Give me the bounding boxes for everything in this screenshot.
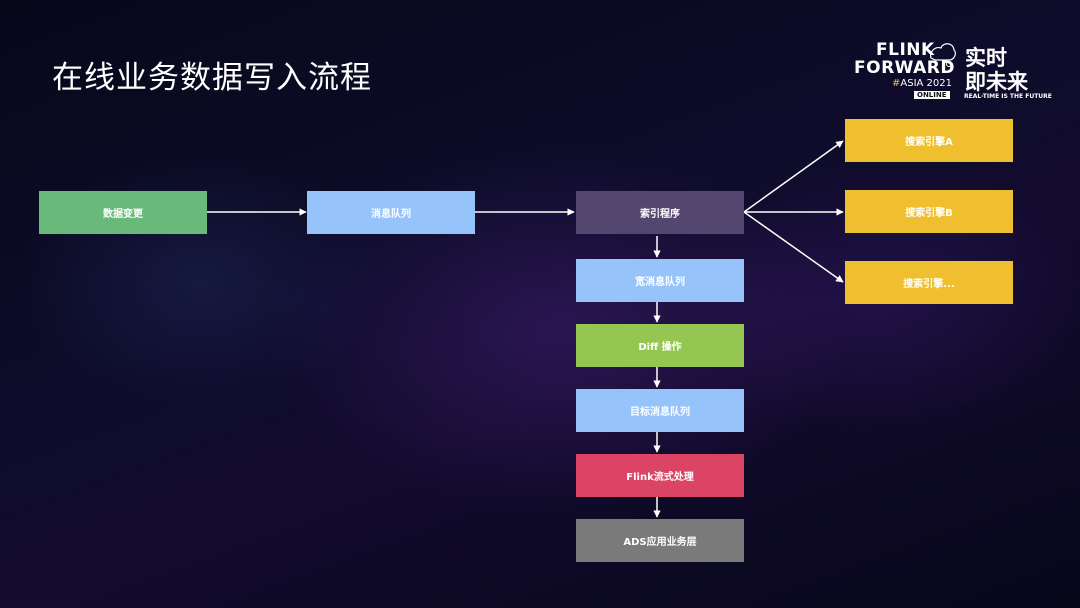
node-label: Diff 操作 [638, 342, 682, 353]
node-diff: Diff 操作 [576, 324, 744, 367]
logo-hash: # [892, 78, 901, 89]
node-wide-queue: 宽消息队列 [576, 259, 744, 302]
logo-line-forward: FORWARD [854, 58, 956, 78]
node-data-change: 数据变更 [39, 191, 207, 234]
logo-line-flink: FLINK [876, 40, 935, 60]
arrow-indexer-to-search-more [743, 211, 844, 283]
node-search-a: 搜索引擎A [845, 119, 1013, 162]
logo-online-badge: ONLINE [914, 91, 950, 99]
logo-cn-line2: 即未来 [965, 70, 1028, 94]
node-label: 搜索引擎A [905, 137, 953, 148]
node-ads: ADS应用业务层 [576, 519, 744, 562]
node-search-more: 搜索引擎... [845, 261, 1013, 304]
slide-title: 在线业务数据写入流程 [52, 60, 372, 96]
node-label: 目标消息队列 [630, 407, 690, 418]
node-label: 搜索引擎... [903, 279, 955, 290]
logo-tagline: REAL-TIME IS THE FUTURE [964, 93, 1052, 100]
node-label: 消息队列 [371, 209, 411, 220]
node-label: Flink流式处理 [626, 472, 694, 483]
node-target-queue: 目标消息队列 [576, 389, 744, 432]
logo-cn-line1: 实时 [965, 46, 1007, 70]
logo-event: #ASIA 2021 [892, 78, 952, 89]
node-indexer: 索引程序 [576, 191, 744, 234]
flink-forward-logo: FLINK FORWARD #ASIA 2021 ONLINE 实时 即未来 R… [852, 38, 1052, 104]
squirrel-cloud-icon [930, 43, 956, 67]
node-label: 搜索引擎B [905, 208, 953, 219]
arrow-indexer-to-search-a [743, 140, 844, 213]
node-label: 索引程序 [640, 209, 680, 220]
node-label: 数据变更 [103, 209, 143, 220]
node-search-b: 搜索引擎B [845, 190, 1013, 233]
node-label: ADS应用业务层 [623, 537, 697, 548]
node-message-queue: 消息队列 [307, 191, 475, 234]
logo-event-text: ASIA 2021 [900, 78, 952, 89]
node-flink: Flink流式处理 [576, 454, 744, 497]
node-label: 宽消息队列 [635, 277, 685, 288]
